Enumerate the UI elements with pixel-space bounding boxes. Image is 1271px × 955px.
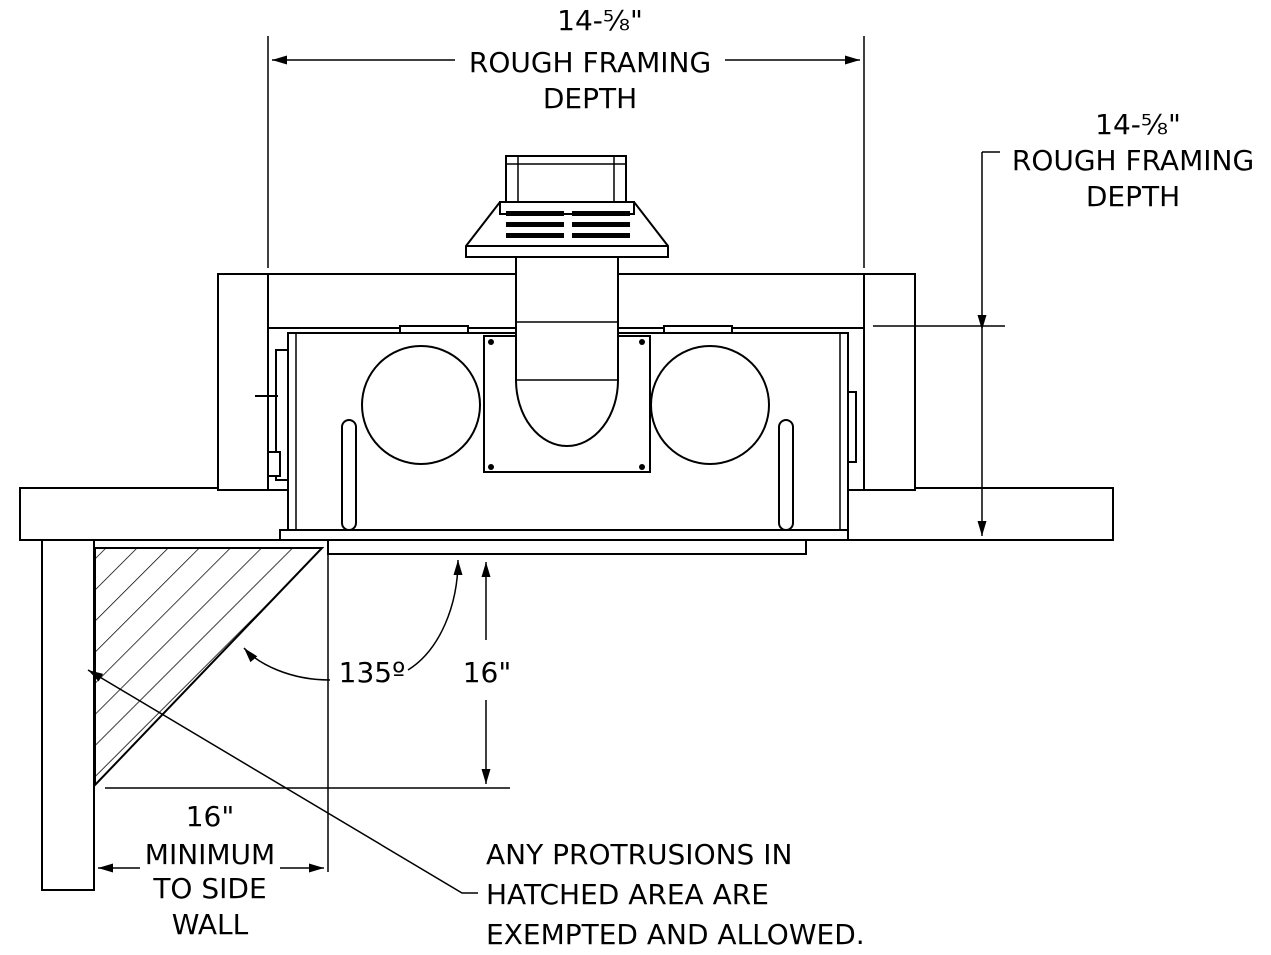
top-depth-line1: ROUGH FRAMING — [469, 46, 711, 79]
wall-slab-left — [19, 487, 291, 541]
note-line1: ANY PROTRUSIONS IN — [486, 838, 792, 871]
front-clearance-value: 16" — [463, 656, 512, 689]
wall-slab-right — [847, 487, 1114, 541]
top-depth-value: 14-⅝" — [557, 4, 643, 37]
note-line2: HATCHED AREA ARE — [486, 878, 769, 911]
standoff-right — [778, 419, 794, 531]
side-depth-value: 14-⅝" — [1095, 108, 1181, 141]
top-depth-line2: DEPTH — [543, 82, 637, 115]
note-line3: EXEMPTED AND ALLOWED. — [486, 918, 865, 951]
side-wall-line1: MINIMUM — [145, 838, 275, 871]
side-wall-value: 16" — [186, 800, 235, 833]
right-port — [650, 345, 770, 465]
left-port — [361, 345, 481, 465]
standoff-left — [341, 419, 357, 531]
side-depth-line2: DEPTH — [1086, 180, 1180, 213]
side-wall — [41, 539, 95, 891]
side-depth-line1: ROUGH FRAMING — [1012, 144, 1254, 177]
hearth-plate — [327, 539, 807, 555]
side-wall-line2: TO SIDE — [152, 872, 266, 905]
vent-pipe — [515, 255, 619, 447]
fireplace-front-trim — [279, 529, 849, 541]
angle-label: 135º — [339, 656, 406, 689]
hatched-area — [94, 547, 325, 788]
side-wall-line3: WALL — [172, 908, 249, 941]
